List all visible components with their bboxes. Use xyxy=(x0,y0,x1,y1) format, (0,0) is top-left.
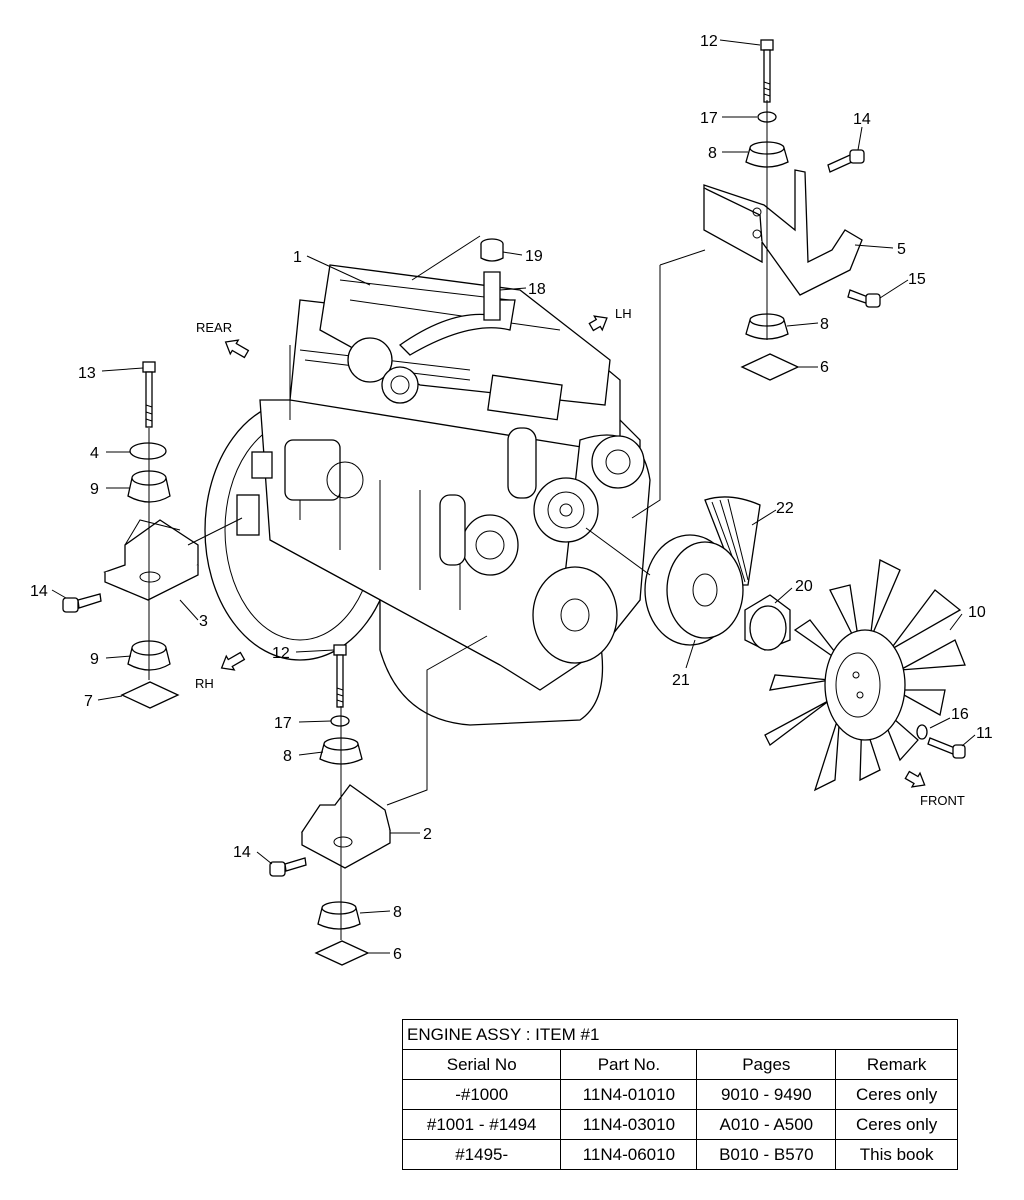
header-pages: Pages xyxy=(696,1049,837,1080)
washer-17-lower xyxy=(330,715,350,727)
hose-18 xyxy=(483,271,501,321)
table-row: #1495- 11N4-06010 B010 - B570 This book xyxy=(401,1139,958,1170)
cell-serial: #1001 - #1494 xyxy=(401,1109,562,1140)
callout-14-c: 14 xyxy=(233,844,251,861)
bolt-15 xyxy=(847,289,881,308)
front-arrow-icon xyxy=(904,770,926,788)
cell-part: 11N4-06010 xyxy=(560,1139,698,1170)
washer-16 xyxy=(916,724,928,740)
callout-21: 21 xyxy=(672,672,690,689)
bolt-12-lower xyxy=(333,644,347,708)
callout-22: 22 xyxy=(776,500,794,517)
cell-remark: Ceres only xyxy=(835,1079,958,1110)
rh-arrow-icon xyxy=(220,651,246,671)
callout-5: 5 xyxy=(897,241,906,258)
bracket-5 xyxy=(703,169,863,296)
callout-16: 16 xyxy=(951,706,969,723)
callout-7: 7 xyxy=(84,693,93,710)
plate-6-lower xyxy=(314,940,370,966)
callout-14-b: 14 xyxy=(30,583,48,600)
callout-6-a: 6 xyxy=(820,359,829,376)
callout-17-lower: 17 xyxy=(274,715,292,732)
bolt-13 xyxy=(142,361,156,428)
plate-7 xyxy=(120,681,180,709)
rear-arrow-icon xyxy=(224,339,250,359)
callout-8-c: 8 xyxy=(283,748,292,765)
table-header-row: Serial No Part No. Pages Remark xyxy=(401,1049,958,1080)
fan-10 xyxy=(764,559,966,792)
table-title: ENGINE ASSY : ITEM #1 xyxy=(402,1019,958,1050)
bolt-11 xyxy=(927,737,966,759)
callout-12-lower: 12 xyxy=(272,645,290,662)
callout-4: 4 xyxy=(90,445,99,462)
table-row: #1001 - #1494 11N4-03010 A010 - A500 Cer… xyxy=(401,1109,958,1140)
callout-9-b: 9 xyxy=(90,651,99,668)
cell-serial: #1495- xyxy=(401,1139,562,1170)
callout-11: 11 xyxy=(976,725,993,742)
belt-22 xyxy=(704,496,761,586)
bracket-3 xyxy=(103,519,199,601)
callout-8-a: 8 xyxy=(708,145,717,162)
rubber-mount-8-lower-bottom xyxy=(317,901,361,930)
callout-9-a: 9 xyxy=(90,481,99,498)
cell-part: 11N4-01010 xyxy=(560,1079,698,1110)
callout-3: 3 xyxy=(199,613,208,630)
cell-part: 11N4-03010 xyxy=(560,1109,698,1140)
callout-20: 20 xyxy=(795,578,813,595)
cell-remark: Ceres only xyxy=(835,1109,958,1140)
bolt-14-upper-right xyxy=(827,149,865,173)
callout-17-upper: 17 xyxy=(700,110,718,127)
cell-pages: B010 - B570 xyxy=(696,1139,837,1170)
cap-19 xyxy=(480,238,504,262)
callout-2: 2 xyxy=(423,826,432,843)
callout-10: 10 xyxy=(968,604,986,621)
engine-assembly xyxy=(204,264,651,726)
bolt-14-lower xyxy=(269,857,307,877)
lh-arrow-icon xyxy=(588,315,608,332)
direction-rh-label: RH xyxy=(195,676,214,691)
callout-12-upper: 12 xyxy=(700,33,718,50)
direction-lh-label: LH xyxy=(615,306,632,321)
table-row: -#1000 11N4-01010 9010 - 9490 Ceres only xyxy=(401,1079,958,1110)
cell-pages: A010 - A500 xyxy=(696,1109,837,1140)
callout-8-b: 8 xyxy=(820,316,829,333)
callout-13: 13 xyxy=(78,365,96,382)
callout-6-b: 6 xyxy=(393,946,402,963)
callout-1: 1 xyxy=(293,249,302,266)
bolt-12-upper xyxy=(760,39,774,103)
washer-4 xyxy=(129,442,167,460)
callout-19: 19 xyxy=(525,248,543,265)
cell-serial: -#1000 xyxy=(401,1079,562,1110)
exploded-parts-diagram: 12 17 8 14 5 15 8 6 1 19 18 13 4 9 14 3 … xyxy=(30,33,993,966)
direction-front-label: FRONT xyxy=(920,793,965,808)
cell-pages: 9010 - 9490 xyxy=(696,1079,837,1110)
direction-rear-label: REAR xyxy=(196,320,232,335)
pulley-21 xyxy=(644,534,744,646)
plate-6-upper xyxy=(740,353,800,381)
header-remark: Remark xyxy=(835,1049,958,1080)
bracket-2 xyxy=(301,784,391,869)
callout-18: 18 xyxy=(528,281,546,298)
callout-14-a: 14 xyxy=(853,111,871,128)
spacer-20 xyxy=(744,594,791,651)
callout-15: 15 xyxy=(908,271,926,288)
callout-8-d: 8 xyxy=(393,904,402,921)
header-serial-no: Serial No xyxy=(401,1049,562,1080)
bolt-14-left xyxy=(62,593,102,613)
cell-remark: This book xyxy=(835,1139,958,1170)
engine-assy-table: ENGINE ASSY : ITEM #1 Serial No Part No.… xyxy=(401,1019,958,1170)
header-part-no: Part No. xyxy=(560,1049,698,1080)
